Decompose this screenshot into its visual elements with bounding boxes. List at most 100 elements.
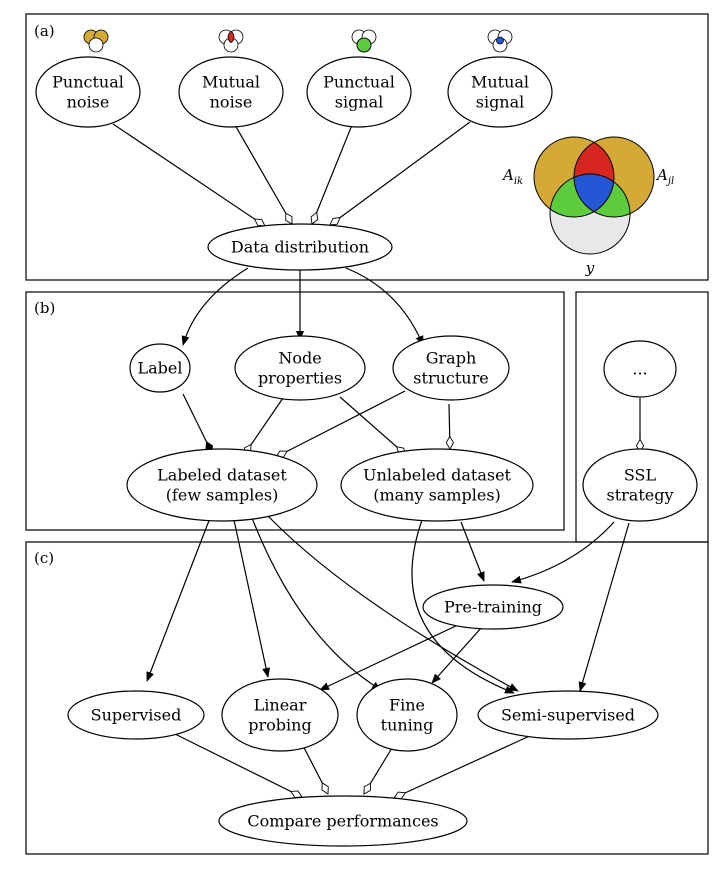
node-ellipse (340, 448, 534, 522)
node-label-line: Punctual (323, 73, 395, 92)
edge-pre-training-to-linear-probing (319, 623, 461, 691)
node-pre-training: Pre-training (422, 584, 564, 630)
node-ellipse (392, 335, 510, 401)
node-label-line: Mutual (471, 73, 529, 92)
node-label-line: Supervised (91, 706, 182, 725)
node-compare-performances: Compare performances (218, 795, 468, 847)
edge-label-to-labeled-dataset (182, 393, 213, 454)
nodes: PunctualnoiseMutualnoisePunctualsignalMu… (35, 56, 698, 847)
venn-icon-mutual-noise (218, 29, 244, 53)
edge-labeled-to-linear-probing (233, 519, 271, 678)
panel-c-frame (25, 541, 709, 855)
node-ellipsis: ... (603, 340, 677, 398)
node-label-line: Compare performances (247, 812, 438, 831)
edge-semi-supervised-to-compare (393, 733, 535, 800)
node-label: Label (129, 343, 191, 393)
node-ellipse (306, 56, 412, 128)
node-ellipse (422, 584, 564, 630)
node-ellipse (35, 56, 141, 128)
node-label-line: structure (413, 369, 488, 388)
edge-graph-structure-to-unlabeled-dataset (445, 403, 454, 450)
node-label-line: properties (258, 369, 342, 388)
edges (112, 121, 645, 800)
node-label-line: (few samples) (166, 486, 279, 505)
edge-unlabeled-to-semi-supervised (411, 519, 515, 694)
node-ellipse (356, 678, 458, 752)
node-label-line: probing (248, 716, 311, 735)
edge-mutual-signal-to-data-distribution (329, 121, 471, 226)
node-semi-supervised: Semi-supervised (477, 690, 659, 740)
edge-punctual-noise-to-data-distribution (112, 123, 266, 227)
node-ellipse (234, 335, 366, 401)
node-ellipse (129, 343, 191, 393)
node-labeled-dataset: Labeled dataset(few samples) (126, 448, 318, 522)
venn-icon-punctual-noise (83, 29, 109, 53)
edge-ssl-to-pre-training (511, 521, 615, 584)
venn-diagram: Aik Ajl y (501, 136, 674, 277)
node-label-line: signal (476, 93, 525, 112)
node-label-line: Graph (426, 349, 477, 368)
node-label-line: Node (278, 349, 321, 368)
venn-label-bottom: y (585, 259, 595, 277)
edge-node-properties-to-labeled-dataset (243, 397, 284, 456)
node-label-line: Punctual (52, 73, 124, 92)
node-ellipse (218, 795, 468, 847)
node-label-line: Pre-training (444, 598, 542, 617)
node-label-line: ... (632, 360, 647, 379)
node-data-distribution: Data distribution (207, 223, 393, 271)
node-label-line: noise (210, 93, 253, 112)
edge-linear-probing-to-compare (299, 739, 329, 795)
node-label-line: Linear (254, 696, 307, 715)
edge-supervised-to-compare (174, 733, 303, 798)
edge-labeled-to-semi-supervised (267, 515, 519, 692)
edge-data-distribution-to-graph-structure (345, 267, 424, 346)
edge-fine-tuning-to-compare (363, 742, 396, 795)
node-ellipse (207, 223, 393, 271)
edge-graph-structure-to-labeled-dataset (275, 390, 406, 458)
venn-label-left: Aik (501, 166, 523, 187)
node-label-line: Mutual (202, 73, 260, 92)
venn-label-right: Ajl (655, 166, 674, 187)
node-label-line: SSL (624, 466, 657, 485)
edge-ssl-to-semi-supervised (578, 522, 630, 692)
node-ellipse (477, 690, 659, 740)
venn-icon-mutual-signal (487, 29, 513, 53)
node-label-line: Labeled dataset (157, 466, 287, 485)
node-ellipse (126, 448, 318, 522)
panel-b-label: (b) (34, 299, 55, 317)
node-label-line: Data distribution (231, 238, 369, 257)
node-label-line: Semi-supervised (501, 706, 635, 725)
panel-a-label: (a) (34, 22, 55, 40)
panel-a-frame (25, 13, 709, 281)
node-label-line: Unlabeled dataset (363, 466, 512, 485)
edge-labeled-to-fine-tuning (251, 517, 382, 691)
edge-pre-training-to-fine-tuning (431, 626, 483, 684)
node-unlabeled-dataset: Unlabeled dataset(many samples) (340, 448, 534, 522)
panel-b-frame (25, 291, 565, 531)
node-ellipse (447, 56, 553, 128)
edge-unlabeled-to-pre-training (460, 521, 485, 582)
edge-punctual-signal-to-data-distribution (310, 124, 353, 225)
node-label-line: noise (67, 93, 110, 112)
node-label-line: signal (335, 93, 384, 112)
panel-c-label: (c) (34, 549, 54, 567)
node-supervised: Supervised (67, 690, 205, 740)
node-label-line: Fine (389, 696, 425, 715)
node-ellipse (67, 690, 205, 740)
venn-icon-punctual-signal (351, 29, 377, 53)
node-ellipse (603, 340, 677, 398)
node-label-line: (many samples) (373, 486, 501, 505)
node-label-line: strategy (606, 486, 673, 505)
edge-node-properties-to-unlabeled-dataset (339, 396, 407, 456)
node-ellipse (221, 678, 339, 752)
edge-data-distribution-to-label (181, 267, 249, 346)
